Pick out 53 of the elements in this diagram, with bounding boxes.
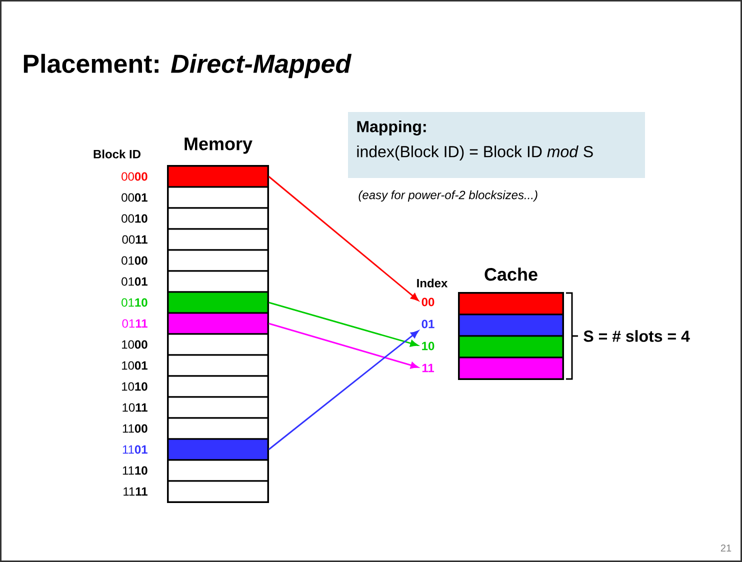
note: (easy for power-of-2 blocksizes...): [358, 190, 538, 202]
block-id: 0000: [122, 172, 148, 181]
node-label: Cache: [484, 268, 538, 281]
block-id: 0001: [122, 193, 148, 202]
arrow: [268, 330, 419, 450]
memory-block: [167, 396, 269, 419]
cache-slot: [458, 314, 564, 337]
index-value: 00: [422, 298, 434, 306]
index-value: 10: [422, 342, 434, 350]
page-number: 21: [720, 544, 732, 552]
memory-block: [167, 249, 269, 272]
block-id: 0101: [122, 277, 148, 286]
memory-block: [167, 207, 269, 230]
arrow: [268, 176, 419, 301]
mapping-box: Mapping: index(Block ID) = Block ID mod S: [348, 112, 645, 178]
arrow: [268, 322, 418, 369]
block-id: 1000: [122, 340, 148, 349]
slot-count: S = # slots = 4: [584, 330, 690, 342]
block-id: 0100: [122, 256, 148, 265]
memory-block: [167, 228, 269, 251]
block-id: 1001: [122, 361, 148, 370]
block-id-header: Block ID: [94, 150, 140, 158]
memory-block: [167, 417, 269, 440]
memory-block: [167, 480, 269, 503]
memory-block: [167, 165, 269, 188]
index-value: 11: [422, 364, 434, 372]
block-id: 1010: [122, 382, 148, 391]
memory-block: [167, 354, 269, 377]
block-id: 0011: [122, 235, 148, 244]
block-id: 1111: [124, 487, 148, 496]
memory-block: [167, 375, 269, 398]
memory-block: [167, 333, 269, 356]
memory-block: [167, 186, 269, 209]
index-header: Index: [417, 278, 448, 288]
block-id: 1101: [122, 445, 148, 454]
index-value: 01: [422, 320, 434, 328]
block-id: 0111: [122, 319, 148, 328]
block-id: 1110: [122, 466, 148, 475]
block-id: 1100: [122, 424, 148, 433]
memory-block: [167, 270, 269, 293]
block-id: 0110: [122, 298, 148, 307]
cache-slot: [458, 335, 564, 358]
slide-title: Placement: Direct-Mapped: [24, 54, 352, 78]
memory-block: [167, 312, 269, 335]
block-id: 0010: [122, 214, 148, 223]
arrow: [268, 302, 418, 347]
cache-slot: [458, 356, 564, 380]
node-label: Memory: [184, 138, 252, 154]
memory-block: [167, 291, 269, 314]
memory-block: [167, 459, 269, 482]
memory-block: [167, 438, 269, 461]
block-id: 1011: [122, 403, 148, 412]
cache-slot: [458, 292, 564, 316]
